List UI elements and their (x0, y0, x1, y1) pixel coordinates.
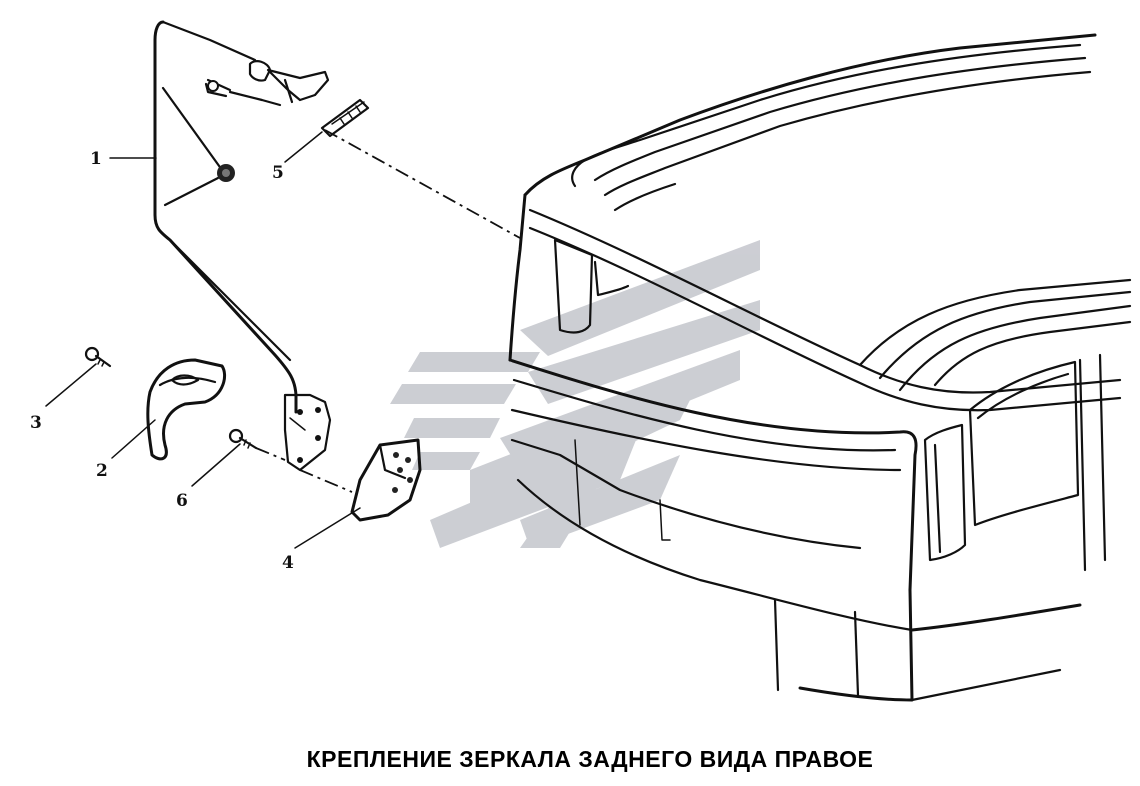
part-4-plate (350, 438, 422, 522)
callout-1: 1 (90, 149, 102, 169)
diagram-caption: КРЕПЛЕНИЕ ЗЕРКАЛА ЗАДНЕГО ВИДА ПРАВОЕ (306, 746, 874, 772)
part-2-cover (146, 358, 227, 461)
callout-4: 4 (282, 553, 294, 573)
callout-2: 2 (96, 461, 108, 481)
watermark-logo (390, 240, 760, 548)
callout-labels: 1 5 3 2 6 4 (30, 149, 294, 573)
callout-6: 6 (176, 491, 188, 511)
leader-lines (45, 131, 361, 549)
part-6-screw (228, 428, 258, 450)
part-3-screw (84, 346, 112, 368)
part-5-bolt (320, 98, 370, 138)
callout-5: 5 (272, 163, 284, 183)
truck-cab (508, 33, 1132, 702)
assembly-center-lines (255, 129, 521, 493)
part-1-mirror-arm (153, 20, 332, 472)
callout-3: 3 (30, 413, 42, 433)
